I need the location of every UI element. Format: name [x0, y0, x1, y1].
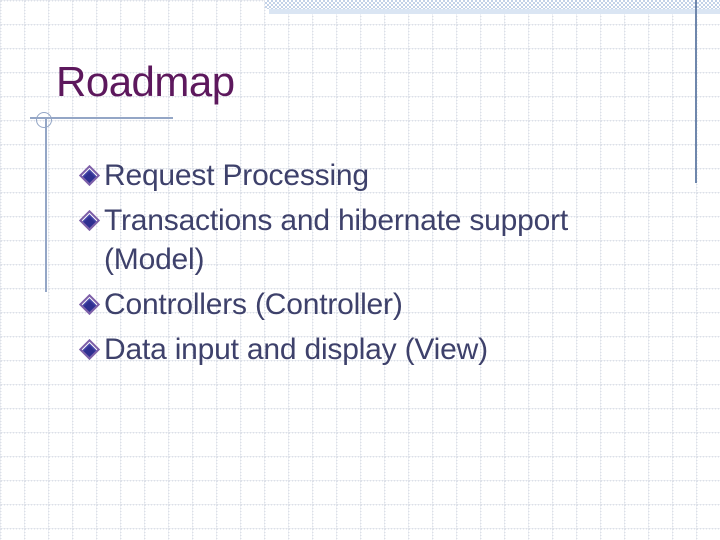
bullet-item: Request Processing [76, 156, 651, 195]
slide-title: Roadmap [56, 58, 235, 105]
title-underline [30, 117, 173, 119]
bullet-item: Data input and display (View) [76, 330, 651, 369]
header-band-solid-strip [269, 9, 720, 14]
bullet-text: Data input and display (View) [104, 333, 488, 366]
diamond-bullet-icon [76, 162, 102, 188]
header-band [265, 0, 720, 14]
left-accent-line [45, 118, 47, 292]
bullet-item: Controllers (Controller) [76, 285, 651, 324]
bullet-text: Transactions and hibernate support (Mode… [104, 204, 569, 276]
diamond-bullet-icon [76, 291, 102, 317]
bullet-item: Transactions and hibernate support (Mode… [76, 201, 651, 279]
decorative-circle [36, 112, 52, 128]
bullet-text: Request Processing [104, 159, 369, 192]
diamond-bullet-icon [76, 207, 102, 233]
header-band-checker-texture [265, 0, 720, 9]
bullet-list: Request Processing Transactions and hibe… [76, 156, 651, 375]
diamond-bullet-icon [76, 336, 102, 362]
bullet-text: Controllers (Controller) [104, 288, 403, 321]
right-accent-line [695, 0, 697, 183]
